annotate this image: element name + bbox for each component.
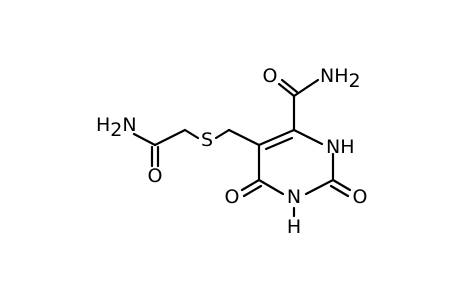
- bond-c2-n3: [304, 178, 335, 196]
- bond-s-ch2: [183, 128, 200, 140]
- bond-layer: [132, 78, 352, 198]
- bond-c4-o-b: [242, 184, 263, 198]
- bond-camide-n: [292, 78, 320, 98]
- bond-camide-o-a: [277, 82, 296, 98]
- bond-c5-c6-a: [257, 128, 296, 147]
- bond-c6-n1: [292, 128, 324, 146]
- atom-n-amide-left: H2N: [96, 114, 137, 141]
- bond-ch2-camide: [153, 128, 187, 147]
- atom-s-thioether: S: [201, 129, 213, 151]
- atom-o-amide-right: O: [263, 65, 278, 87]
- atom-o2-ring: O: [353, 186, 368, 208]
- bond-camide-n-left: [132, 132, 157, 147]
- bond-ch2-s: [214, 128, 231, 140]
- bond-camide-o-b: [280, 78, 299, 94]
- atom-n-amide-right: NH2: [320, 65, 361, 92]
- bond-c5-c6-b: [264, 136, 294, 151]
- atom-o-amide-left: O: [148, 165, 163, 187]
- atom-n3-hydrogen: H: [287, 216, 301, 238]
- bond-c4-o-a: [240, 178, 261, 192]
- atom-o4-ring: O: [225, 186, 240, 208]
- bond-c2-o-b: [329, 184, 350, 198]
- atom-n1-ring: NH: [326, 136, 355, 158]
- bond-c2-o-a: [331, 178, 352, 192]
- atom-labels: O NH2 NH O N H O S H2N O: [96, 65, 367, 238]
- bond-n3-c4: [257, 178, 285, 196]
- atom-n3-ring: N: [287, 186, 301, 208]
- bond-c5-ch2: [227, 128, 261, 147]
